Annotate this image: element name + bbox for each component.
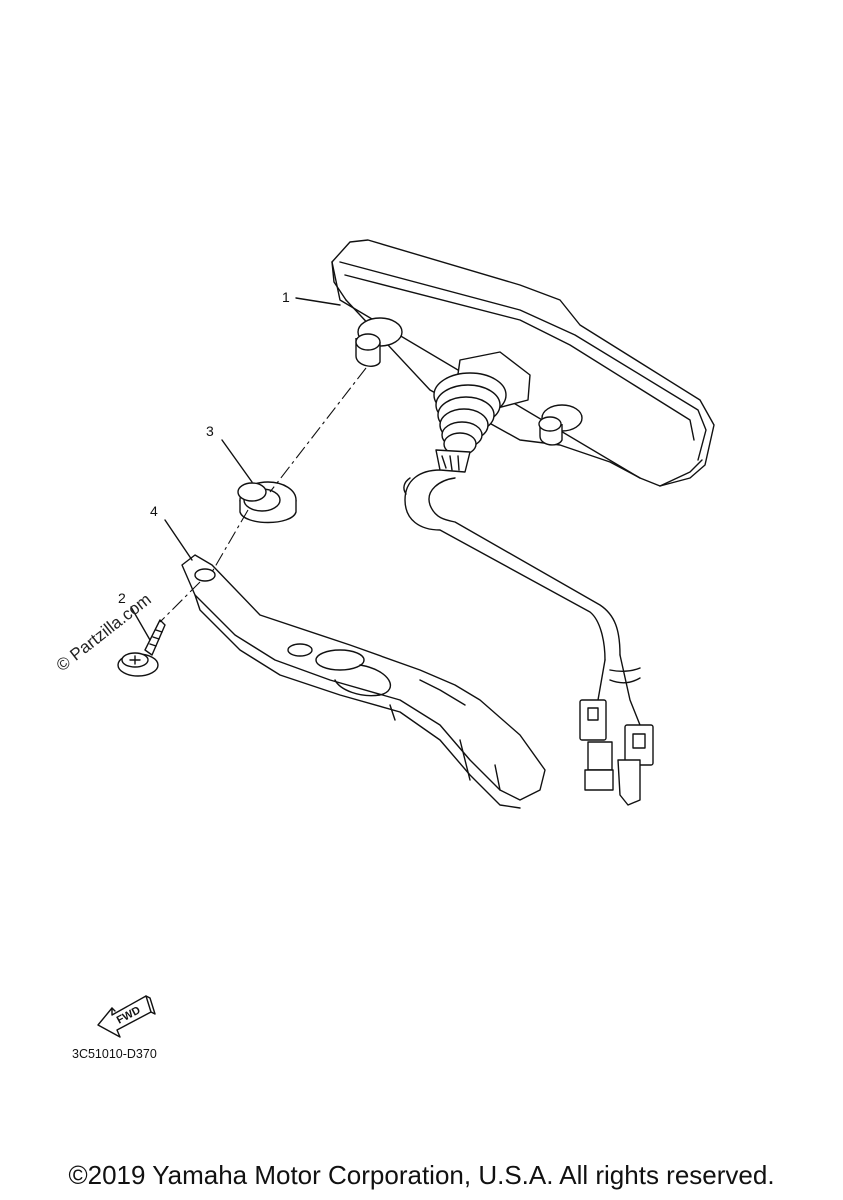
copyright-notice: ©2019 Yamaha Motor Corporation, U.S.A. A… [68, 1160, 775, 1190]
part-label-1: 1 [282, 289, 290, 305]
grommet [237, 481, 297, 524]
center-lines [159, 367, 367, 623]
part-label-3: 3 [206, 423, 214, 439]
bracket [181, 554, 546, 809]
meter-assembly [331, 239, 715, 806]
leader-lines [130, 297, 341, 641]
fwd-arrow-icon: FWD [97, 995, 156, 1038]
part-label-2: 2 [118, 590, 126, 606]
diagram-code: 3C51010-D370 [72, 1047, 157, 1061]
screw [117, 619, 166, 677]
part-label-4: 4 [150, 503, 158, 519]
